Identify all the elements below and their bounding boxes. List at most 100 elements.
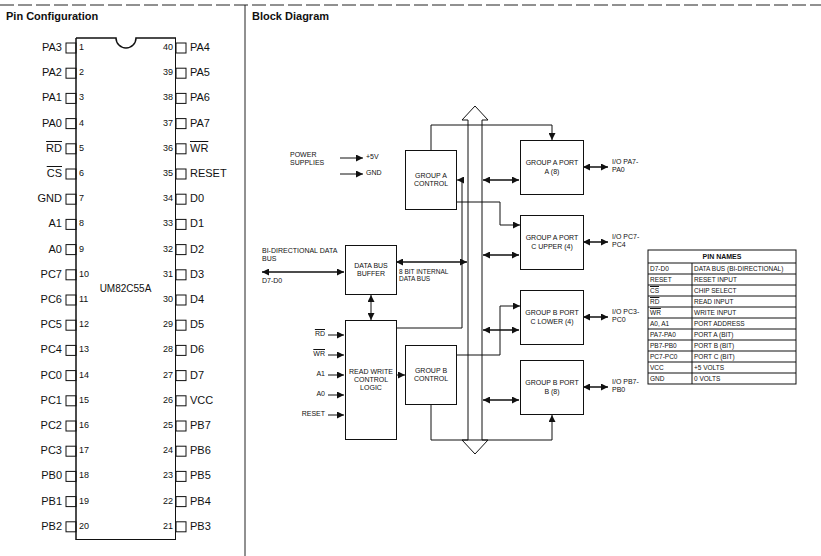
signal-label: RESET: [290, 410, 325, 418]
pin-number: 24: [156, 445, 173, 455]
pin-stub: [66, 219, 76, 229]
pin-name: CS: [18, 167, 62, 180]
pin-name: PC5: [18, 318, 62, 331]
signal-label: RD: [290, 330, 325, 338]
pin-number: 20: [79, 521, 96, 531]
table-cell: READ INPUT: [694, 298, 795, 305]
signal-label: WR: [290, 350, 325, 358]
pin-stub: [66, 119, 76, 129]
pin-stub: [66, 270, 76, 280]
signal-label: A1: [290, 370, 325, 378]
pin-number: 36: [156, 143, 173, 153]
table-cell: DATA BUS (BI-DIRECTIONAL): [694, 265, 795, 272]
pin-name: PC7: [18, 268, 62, 281]
pin-stub: [66, 522, 76, 532]
pin-stub: [176, 245, 186, 255]
pin-stub: [66, 371, 76, 381]
table-rule: [648, 351, 796, 352]
signal-label: I/O PC7-PC4: [612, 233, 645, 249]
table-rule: [648, 362, 796, 363]
block-text: GROUP A PORT C UPPER (4): [521, 234, 583, 250]
table-rule: [648, 296, 796, 297]
signal-label: D7-D0: [262, 277, 302, 285]
table-cell: RESET INPUT: [694, 276, 795, 283]
pin-stub: [66, 396, 76, 406]
pin-stub: [66, 144, 76, 154]
logic-block: READ WRITE CONTROL LOGIC: [345, 320, 397, 440]
table-cell: D7-D0: [650, 265, 691, 272]
pin-name: D2: [190, 243, 240, 256]
block-text: GROUP B PORT B (8): [521, 379, 583, 395]
pin-name: WR: [190, 142, 240, 155]
pin-number: 28: [156, 344, 173, 354]
pin-number: 30: [156, 294, 173, 304]
pin-number: 25: [156, 420, 173, 430]
pin-stub: [176, 345, 186, 355]
pin-name: PC1: [18, 394, 62, 407]
table-cell: CHIP SELECT: [694, 287, 795, 294]
internal-bus: [462, 106, 488, 454]
pin-stub: [176, 169, 186, 179]
pin-name: PA1: [18, 91, 62, 104]
table-cell: PA7-PA0: [650, 331, 691, 338]
table-rule: [648, 307, 796, 308]
pin-stub: [176, 522, 186, 532]
table-cell: +5 VOLTS: [694, 364, 795, 371]
port-block: GROUP A PORT C UPPER (4): [520, 215, 584, 270]
pin-stub: [176, 320, 186, 330]
pin-name: D3: [190, 268, 240, 281]
pin-name: PB4: [190, 495, 240, 508]
signal-label: 8 BIT INTERNAL DATA BUS: [399, 268, 457, 283]
pin-name: PB2: [18, 520, 62, 533]
pin-stub: [176, 446, 186, 456]
table-cell: VCC: [650, 364, 691, 371]
table-cell: PORT ADDRESS: [694, 320, 795, 327]
pin-stub: [66, 295, 76, 305]
pin-number: 39: [156, 67, 173, 77]
control-line: [457, 202, 520, 225]
pin-stub: [176, 270, 186, 280]
pin-number: 14: [79, 370, 96, 380]
pin-number: 6: [79, 168, 96, 178]
signal-label: I/O PC3-PC0: [612, 308, 645, 324]
pin-name: PC4: [18, 343, 62, 356]
pin-stub: [176, 68, 186, 78]
pin-number: 21: [156, 521, 173, 531]
table-cell: PC7-PC0: [650, 353, 691, 360]
table-cell: 0 VOLTS: [694, 375, 795, 382]
table-rule: [648, 274, 796, 275]
buffer-block: DATA BUS BUFFER: [345, 245, 397, 295]
pin-number: 1: [79, 42, 96, 52]
pin-stub: [66, 245, 76, 255]
table-cell: CS: [650, 287, 691, 294]
chip-notch: [76, 38, 176, 48]
pin-number: 40: [156, 42, 173, 52]
pin-number: 35: [156, 168, 173, 178]
signal-label: A0: [290, 390, 325, 398]
pin-name: PA2: [18, 66, 62, 79]
chip-body: UM82C55A: [76, 38, 176, 540]
pin-number: 33: [156, 218, 173, 228]
table-cell: PORT B (BIT): [694, 342, 795, 349]
pin-number: 29: [156, 319, 173, 329]
pin-number: 4: [79, 118, 96, 128]
pin-stub: [66, 471, 76, 481]
port-block: GROUP B PORT C LOWER (4): [520, 290, 584, 345]
pin-stub: [66, 93, 76, 103]
pin-stub: [66, 497, 76, 507]
pin-number: 19: [79, 496, 96, 506]
pin-stub: [176, 43, 186, 53]
panel-frame: [0, 5, 821, 556]
pin-name: A0: [18, 243, 62, 256]
signal-label: POWER SUPPLIES: [290, 151, 338, 167]
pin-stub: [176, 371, 186, 381]
pin-name: VCC: [190, 394, 240, 407]
signal-label: GND: [366, 169, 396, 177]
table-cell: RD: [650, 298, 691, 305]
port-block: GROUP A PORT A (8): [520, 140, 584, 195]
table-cell: RESET: [650, 276, 691, 283]
pin-number: 10: [79, 269, 96, 279]
pin-number: 37: [156, 118, 173, 128]
table-rule: [648, 329, 796, 330]
pin-name: PA3: [18, 41, 62, 54]
